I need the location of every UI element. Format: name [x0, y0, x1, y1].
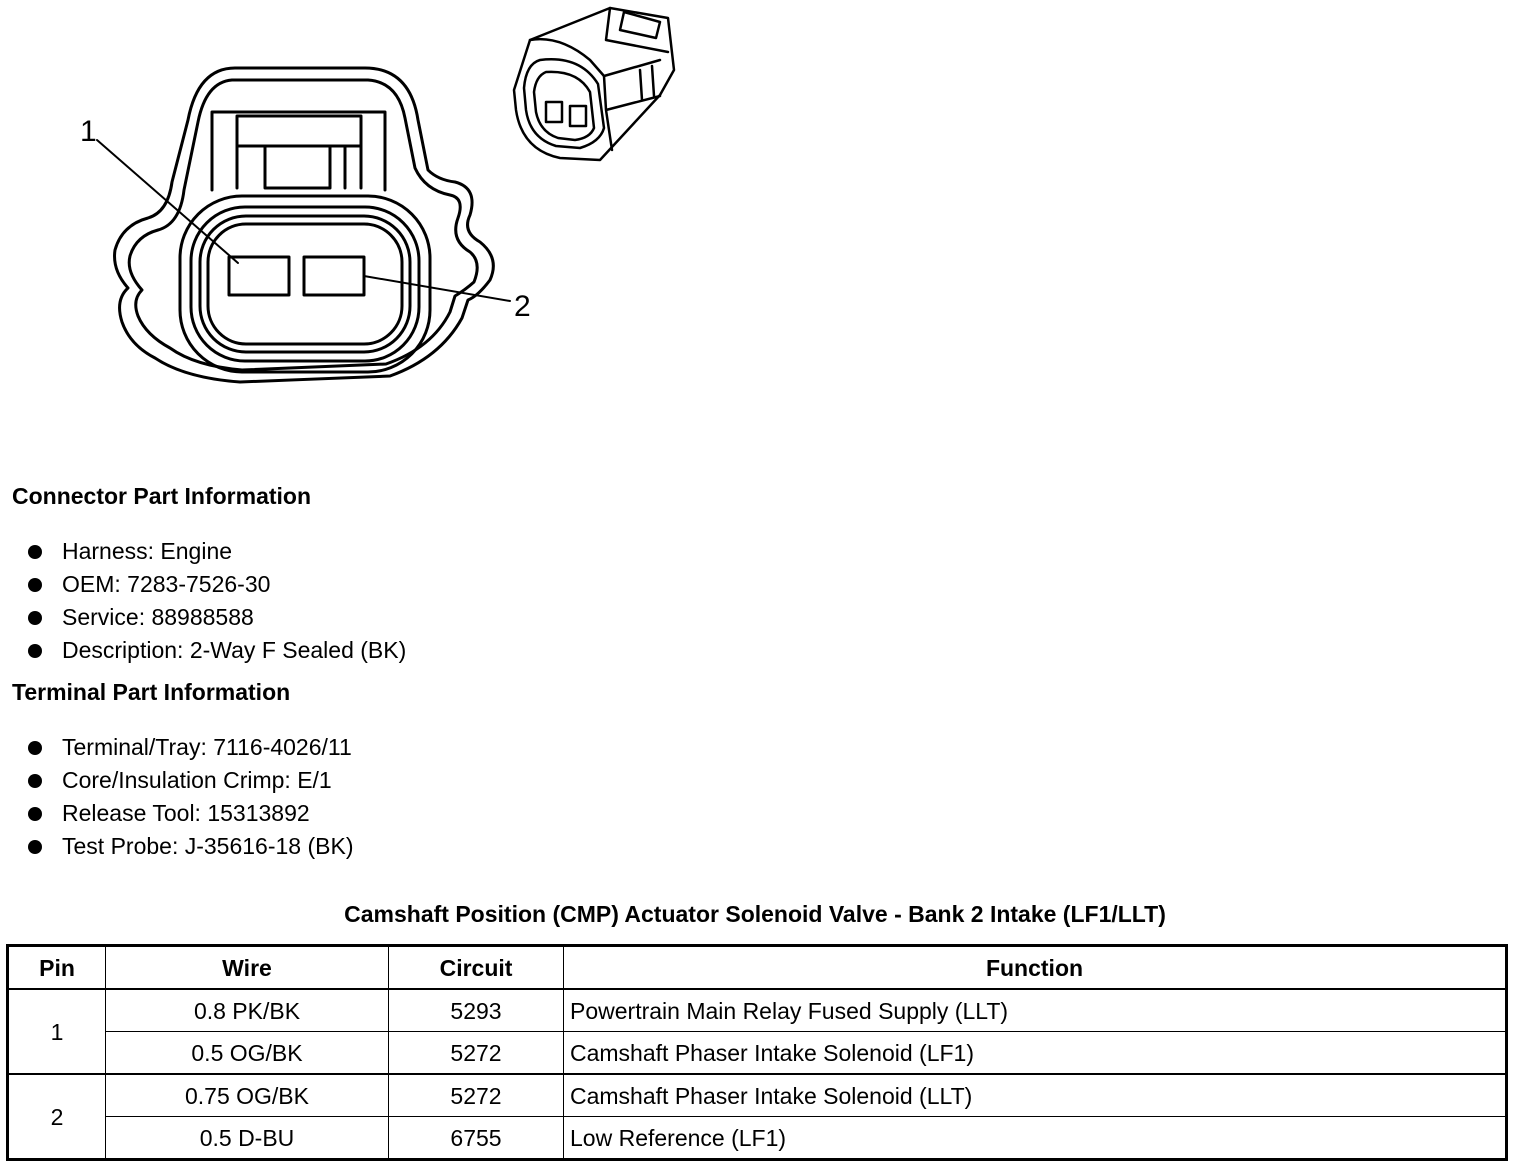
circuit-cell: 5272 [388, 1031, 564, 1075]
seal-ring-2 [189, 205, 421, 363]
list-item-text: Test Probe: J-35616-18 (BK) [62, 833, 354, 859]
table-header-row: Pin Wire Circuit Function [7, 945, 1507, 990]
bullet-icon [28, 610, 42, 625]
table-row: 0.5 D-BU 6755 Low Reference (LF1) [8, 1116, 1507, 1160]
bullet-icon [28, 643, 42, 658]
header-function: Function [563, 945, 1507, 990]
table-row: 0.5 OG/BK 5272 Camshaft Phaser Intake So… [8, 1031, 1507, 1075]
list-item-text: Terminal/Tray: 7116-4026/11 [62, 734, 352, 760]
terminal-cavity-1 [227, 255, 291, 297]
circuit-cell: 5272 [388, 1073, 564, 1117]
function-cell: Low Reference (LF1) [563, 1116, 1507, 1160]
circuit-cell: 6755 [388, 1116, 564, 1160]
list-item: Harness: Engine [28, 535, 406, 568]
table-row: 1 0.8 PK/BK 5293 Powertrain Main Relay F… [7, 988, 1507, 1075]
callout-leader-1 [96, 139, 239, 264]
list-item: OEM: 7283-7526-30 [28, 568, 406, 601]
seal-ring-inner [206, 222, 404, 346]
pin-2-callout: 2 [514, 290, 531, 323]
terminal-part-info-list: Terminal/Tray: 7116-4026/11 Core/Insulat… [28, 731, 353, 863]
bullet-icon [28, 839, 42, 854]
list-item-text: Harness: Engine [62, 538, 233, 564]
pinout-table: Pin Wire Circuit Function 1 0.8 PK/BK 52… [6, 944, 1508, 1161]
terminal-part-info-heading: Terminal Part Information [12, 679, 291, 705]
list-item: Description: 2-Way F Sealed (BK) [28, 634, 406, 667]
list-item-text: Description: 2-Way F Sealed (BK) [62, 637, 407, 663]
connector-part-info-list: Harness: Engine OEM: 7283-7526-30 Servic… [28, 535, 406, 667]
bullet-icon [28, 773, 42, 788]
wire-cell: 0.75 OG/BK [105, 1073, 389, 1117]
list-item-text: OEM: 7283-7526-30 [62, 571, 271, 597]
header-circuit: Circuit [388, 945, 564, 990]
callout-leader-2 [363, 275, 511, 302]
list-item: Core/Insulation Crimp: E/1 [28, 764, 353, 797]
wire-cell: 0.5 OG/BK [105, 1031, 389, 1075]
list-item: Terminal/Tray: 7116-4026/11 [28, 731, 353, 764]
pin-cell: 2 [7, 1073, 106, 1160]
list-item: Release Tool: 15313892 [28, 797, 353, 830]
list-item-text: Service: 88988588 [62, 604, 254, 630]
header-wire: Wire [105, 945, 389, 990]
latch-housing [210, 110, 387, 192]
bullet-icon [28, 544, 42, 559]
wire-cell: 0.8 PK/BK [105, 988, 389, 1032]
list-item-text: Release Tool: 15313892 [62, 800, 310, 826]
latch-bar [235, 114, 363, 148]
latch-slots [235, 144, 363, 190]
connector-outer-flange [113, 66, 495, 384]
header-pin: Pin [7, 945, 106, 990]
connector-drawing [96, 6, 676, 384]
bullet-icon [28, 740, 42, 755]
table-row: 2 0.75 OG/BK 5272 Camshaft Phaser Intake… [7, 1073, 1507, 1160]
connector-part-info-heading: Connector Part Information [12, 483, 312, 509]
pinout-table-title: Camshaft Position (CMP) Actuator Solenoi… [344, 901, 1166, 927]
function-cell: Powertrain Main Relay Fused Supply (LLT) [563, 988, 1507, 1032]
list-item: Service: 88988588 [28, 601, 406, 634]
terminal-cavity-2 [302, 255, 366, 297]
bullet-icon [28, 577, 42, 592]
list-item: Test Probe: J-35616-18 (BK) [28, 830, 353, 863]
wire-cell: 0.5 D-BU [105, 1116, 389, 1160]
function-cell: Camshaft Phaser Intake Solenoid (LF1) [563, 1031, 1507, 1075]
connector-inner-flange [127, 78, 479, 372]
pin-1-callout: 1 [80, 115, 97, 148]
connector-isometric-view [512, 6, 676, 162]
circuit-cell: 5293 [388, 988, 564, 1032]
seal-ring-outer [178, 194, 432, 374]
bullet-icon [28, 806, 42, 821]
function-cell: Camshaft Phaser Intake Solenoid (LLT) [563, 1073, 1507, 1117]
pin-cell: 1 [7, 988, 106, 1075]
list-item-text: Core/Insulation Crimp: E/1 [62, 767, 332, 793]
